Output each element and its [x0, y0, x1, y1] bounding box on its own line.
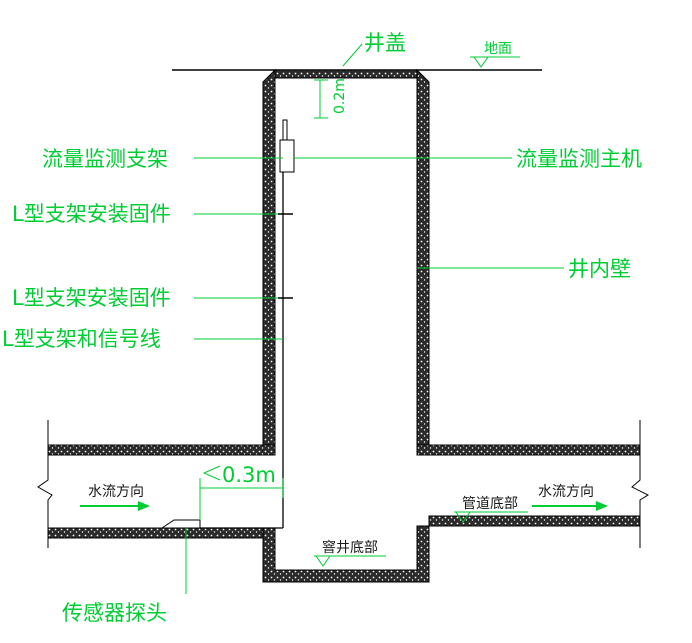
- ground-marker-icon: [473, 56, 489, 68]
- sensor-probe-label: 传感器探头: [62, 601, 167, 625]
- shaft-right-wall: [416, 68, 430, 454]
- shaft-left-wall: [262, 68, 276, 454]
- pipe-top-wall-left: [47, 444, 276, 456]
- shaft-top-lip: [274, 69, 418, 79]
- flow-right-arrow-icon: [596, 501, 608, 511]
- pipe-bottom-label: 管道底部: [462, 496, 518, 512]
- support-label: 流量监测支架: [42, 147, 168, 171]
- inner-wall-label: 井内壁: [568, 257, 631, 281]
- pipe-bottom-wall-left: [47, 527, 264, 539]
- l-fixing-2-label: L型支架安装固件: [12, 286, 171, 310]
- flow-left-arrow-icon: [138, 501, 150, 511]
- pipe-bottom-wall-right: [428, 515, 641, 527]
- sensor-probe-shape: [160, 519, 201, 529]
- flow-right-label: 水流方向: [538, 484, 594, 500]
- well-cover-leader: [342, 43, 363, 67]
- flow-host-box: [279, 139, 295, 173]
- ground-label: 地面: [484, 41, 512, 57]
- l-support-signal-label: L型支架和信号线: [2, 327, 161, 351]
- dim-top-label: 0.2m: [332, 78, 348, 114]
- flow-left-label: 水流方向: [88, 484, 144, 500]
- well-bottom-label: 窨井底部: [322, 539, 378, 556]
- well-cover-label: 井盖: [364, 31, 406, 55]
- pipe-break-right: [631, 420, 650, 548]
- pipe-bottom-marker-icon: [455, 511, 471, 523]
- pipe-break-left: [37, 420, 53, 548]
- dim-offset-chevron: [202, 465, 221, 481]
- dim-offset-label: 0.3m: [222, 463, 276, 487]
- host-label: 流量监测主机: [516, 147, 642, 171]
- l-fixing-1-label: L型支架安装固件: [12, 202, 171, 226]
- sump-wall: [262, 525, 430, 583]
- pipe-top-wall-right: [416, 444, 641, 456]
- well-bottom-marker-icon: [315, 555, 331, 567]
